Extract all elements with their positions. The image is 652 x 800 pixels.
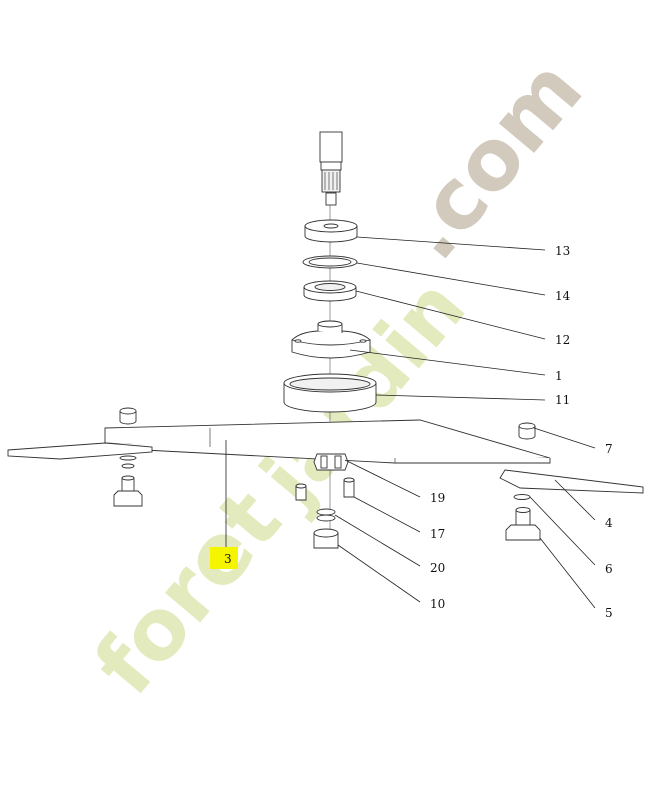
part-13-washer [304,219,358,243]
callout-3-highlight [210,547,238,569]
callout-7: 7 [605,442,613,456]
right-fasteners [505,422,541,541]
callout-17: 17 [430,527,445,541]
part-11-cup [283,373,377,413]
center-lower-parts [295,453,355,549]
watermark-text-com: .com [380,41,601,278]
left-fasteners [113,407,143,507]
callout-14: 14 [555,289,571,303]
callout-5: 5 [605,606,613,620]
callout-1: 1 [555,369,563,383]
callout-19: 19 [430,491,445,505]
callout-6: 6 [605,562,613,576]
callout-labels: 13 14 12 1 11 7 19 4 17 6 3 20 5 10 [224,244,613,620]
callout-4: 4 [605,516,613,530]
left-blade [7,442,153,460]
leader-lines [225,236,596,609]
part-14-circlip [302,255,358,269]
callout-20: 20 [430,561,445,575]
part-12-bearing [303,280,357,302]
callout-12: 12 [555,333,570,347]
blade-carrier [104,419,551,464]
callout-10: 10 [430,597,445,611]
callout-13: 13 [555,244,570,258]
callout-3: 3 [224,552,232,566]
part-1-hub [291,320,371,359]
callout-11: 11 [555,393,570,407]
watermark-text-foret: foret [75,472,300,713]
drive-shaft [319,131,343,206]
part-4-right-blade [499,469,644,494]
